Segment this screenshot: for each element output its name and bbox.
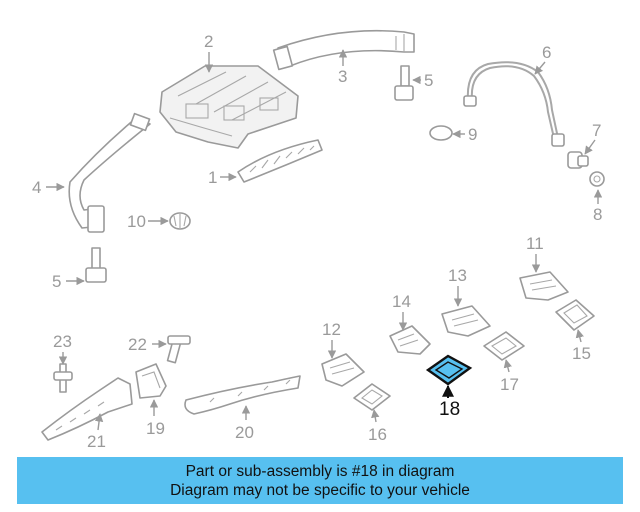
- banner-line-1: Part or sub-assembly is #18 in diagram: [185, 462, 455, 480]
- part-23-fastener: [53, 363, 73, 393]
- leader-15: [575, 329, 584, 343]
- callout-20: 20: [235, 423, 254, 442]
- part-5-clip-upper: [394, 65, 414, 101]
- part-20-rear-duct: [184, 375, 301, 415]
- part-13-vent: [441, 305, 491, 337]
- part-19-bracket-duct: [135, 363, 167, 399]
- callout-1: 1: [208, 168, 217, 187]
- callout-6: 6: [542, 43, 551, 62]
- leader-6: [534, 61, 546, 75]
- callout-10: 10: [127, 212, 146, 231]
- callout-23: 23: [53, 332, 72, 351]
- callout-21: 21: [87, 432, 106, 451]
- callout-4: 4: [32, 178, 41, 197]
- part-3-upper-duct: [272, 29, 415, 71]
- callout-5-upper: 5: [424, 71, 433, 90]
- callout-7: 7: [592, 121, 601, 140]
- banner-line-2: Diagram may not be specific to your vehi…: [170, 481, 470, 499]
- callout-3: 3: [338, 67, 347, 86]
- part-16-bezel: [353, 383, 391, 411]
- leader-21: [94, 413, 104, 431]
- part-10-plug: [169, 212, 191, 230]
- part-8-cap: [589, 171, 605, 187]
- leader-16: [371, 409, 380, 423]
- callout-17: 17: [500, 375, 519, 394]
- callout-2: 2: [204, 32, 213, 51]
- callout-16: 16: [368, 425, 387, 444]
- callout-22: 22: [128, 335, 147, 354]
- callout-9: 9: [468, 125, 477, 144]
- callout-12: 12: [322, 320, 341, 339]
- part-11-vent: [519, 271, 569, 301]
- part-15-bezel: [555, 299, 595, 331]
- part-14-vent: [389, 325, 431, 355]
- part-22-fastener: [166, 335, 191, 364]
- callout-19: 19: [146, 419, 165, 438]
- callout-11: 11: [526, 234, 544, 253]
- part-1-vent-grille: [237, 139, 323, 183]
- callout-13: 13: [448, 266, 467, 285]
- part-17-bezel: [483, 331, 525, 361]
- callout-18: 18: [439, 399, 460, 420]
- part-21-side-duct: [41, 377, 133, 441]
- leader-17: [503, 359, 512, 373]
- callout-5-lower: 5: [52, 272, 61, 291]
- part-4-left-duct: [68, 112, 151, 233]
- part-18-bezel-highlighted: [425, 354, 473, 386]
- part-6-hose: [463, 61, 565, 147]
- part-9-plug: [429, 125, 453, 141]
- part-5-clip-lower: [85, 247, 107, 283]
- leader-7: [584, 139, 596, 155]
- callout-14: 14: [392, 292, 411, 311]
- part-7-grommet: [567, 151, 589, 169]
- callout-15: 15: [572, 344, 591, 363]
- callout-8: 8: [593, 205, 602, 224]
- part-2-air-distribution-box: [159, 65, 299, 149]
- part-12-vent: [321, 353, 365, 387]
- notice-banner: Part or sub-assembly is #18 in diagram D…: [17, 457, 623, 504]
